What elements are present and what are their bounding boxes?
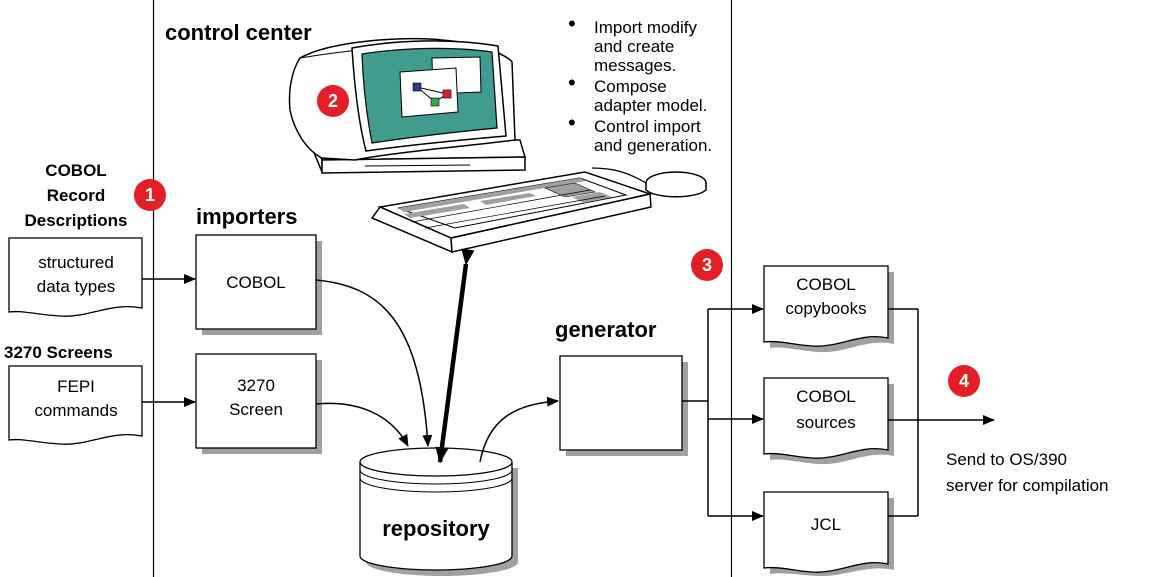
svg-text:4: 4 xyxy=(959,371,969,391)
bullet-3-line-1: Control import xyxy=(594,117,701,136)
generator-title: generator xyxy=(555,317,657,342)
step-4-badge: 4 xyxy=(948,365,980,397)
bullet-3-line-2: and generation. xyxy=(594,136,712,155)
screen-importer-line-1: 3270 xyxy=(237,376,275,395)
sources-line-1: COBOL xyxy=(796,387,856,406)
svg-text:1: 1 xyxy=(145,185,155,205)
bullet-1-line-3: messages. xyxy=(594,56,676,75)
bullet-1-line-2: and create xyxy=(594,37,674,56)
jcl-label: JCL xyxy=(811,515,841,534)
jcl-document: JCL xyxy=(763,491,894,577)
repository-database-icon: repository xyxy=(359,447,518,576)
control-center-title: control center xyxy=(165,20,312,45)
cobol-doc-line-2: data types xyxy=(37,277,115,296)
step-3-badge: 3 xyxy=(691,249,723,281)
importers-title: importers xyxy=(196,204,297,229)
generator-output-connectors xyxy=(682,304,764,521)
arrow-control-center-repository xyxy=(435,248,475,464)
screens-doc-line-2: commands xyxy=(34,401,117,420)
copybooks-line-1: COBOL xyxy=(796,275,856,294)
copybooks-line-2: copybooks xyxy=(785,299,866,318)
bullet-dot: • xyxy=(568,110,576,135)
send-line-2: server for compilation xyxy=(946,476,1109,495)
fepi-commands-document: FEPI commands xyxy=(8,365,143,445)
cobol-heading-line-1: COBOL xyxy=(45,161,106,180)
bullet-dot: • xyxy=(568,70,576,95)
cobol-doc-line-1: structured xyxy=(38,253,114,272)
arrow-cobol-importer-to-repository xyxy=(315,279,433,447)
screen-importer-box: 3270 Screen xyxy=(195,353,322,454)
arrow-screen-importer-to-repository xyxy=(315,402,409,447)
generator-box xyxy=(559,355,688,456)
send-line-1: Send to OS/390 xyxy=(946,450,1067,469)
bullet-2-line-1: Compose xyxy=(594,77,667,96)
cobol-sources-document: COBOL sources xyxy=(763,377,894,465)
screen-importer-line-2: Screen xyxy=(229,400,283,419)
cobol-importer-box: COBOL xyxy=(195,234,322,335)
control-center-bullets: • Import modify and create messages. • C… xyxy=(568,11,712,155)
structured-data-types-document: structured data types xyxy=(8,237,143,317)
bullet-dot: • xyxy=(568,11,576,36)
sources-line-2: sources xyxy=(796,413,856,432)
outputs-to-send-connectors xyxy=(888,308,995,517)
step-2-badge: 2 xyxy=(317,85,349,117)
svg-text:3: 3 xyxy=(702,255,712,275)
step-1-badge: 1 xyxy=(134,179,166,211)
bullet-1-line-1: Import modify xyxy=(594,18,697,37)
screens-doc-line-1: FEPI xyxy=(57,377,95,396)
cobol-heading-line-2: Record xyxy=(47,186,106,205)
bullet-2-line-2: adapter model. xyxy=(594,96,707,115)
cobol-copybooks-document: COBOL copybooks xyxy=(763,265,894,353)
computer-icon xyxy=(288,37,707,254)
svg-text:2: 2 xyxy=(328,91,338,111)
repository-label: repository xyxy=(382,516,490,541)
screens-heading: 3270 Screens xyxy=(4,343,113,362)
cobol-heading-line-3: Descriptions xyxy=(25,211,128,230)
cobol-importer-label: COBOL xyxy=(226,273,286,292)
arrow-repository-to-generator xyxy=(479,396,559,463)
